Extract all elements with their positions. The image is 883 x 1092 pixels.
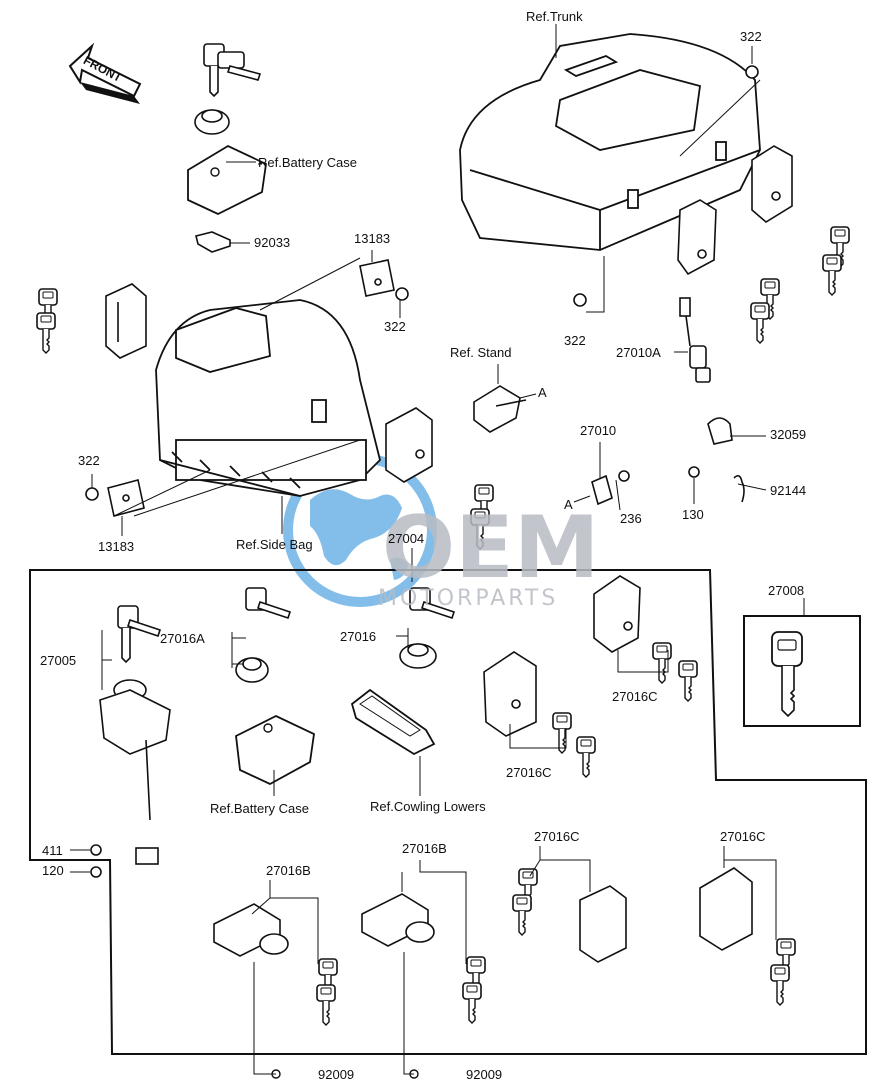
label-27010A: 27010A	[616, 345, 661, 360]
key-icon	[512, 894, 532, 936]
front-arrow-icon	[68, 42, 142, 104]
bracket-13183-top-icon	[359, 259, 409, 301]
label-27005: 27005	[40, 653, 77, 668]
lock-27016C-b-icon	[483, 651, 537, 737]
label-322-top: 322	[740, 29, 762, 44]
key-icon	[770, 964, 790, 1006]
ignition-switch-icon	[99, 605, 171, 865]
lock-27016C-a-icon	[593, 575, 641, 653]
kit-frame	[29, 569, 867, 1055]
side-bag-lock-left-icon	[105, 283, 147, 359]
leader-lines	[70, 24, 805, 1075]
label-27016C-b: 27016C	[506, 765, 552, 780]
label-27008: 27008	[768, 583, 805, 598]
label-ref-trunk: Ref.Trunk	[526, 9, 583, 24]
label-27010: 27010	[580, 423, 617, 438]
label-ref-stand: Ref. Stand	[450, 345, 512, 360]
label-120: 120	[42, 863, 64, 878]
label-27016B-b: 27016B	[402, 841, 447, 856]
key-blank-frame	[743, 615, 861, 727]
label-27016A: 27016A	[160, 631, 205, 646]
watermark-sub: MOTORPARTS	[378, 586, 559, 611]
lock-27016C-d-icon	[699, 867, 753, 951]
switch-27010A-icon	[679, 297, 711, 383]
clip-92033-icon	[195, 231, 250, 253]
label-32059: 32059	[770, 427, 807, 442]
trunk-lock-right-icon	[751, 145, 793, 223]
stand-lock-icon	[473, 385, 527, 433]
bolt-icon	[573, 293, 587, 307]
key-icon	[822, 254, 842, 296]
label-92009-b: 92009	[466, 1067, 503, 1082]
label-322-mid: 322	[384, 319, 406, 334]
lock-27016B-b-icon	[361, 893, 435, 947]
label-ref-battery-case-bottom: Ref.Battery Case	[210, 801, 309, 816]
ignition-key-top-icon	[194, 43, 262, 135]
switch-27010-icon	[591, 470, 630, 506]
label-13183-top: 13183	[354, 231, 391, 246]
screw-icon	[90, 866, 102, 878]
key-icon	[316, 984, 336, 1026]
label-92144: 92144	[770, 483, 807, 498]
watermark-brand: OEM	[382, 498, 600, 598]
label-ref-cowling-lowers: Ref.Cowling Lowers	[370, 799, 486, 814]
bracket-13183-bottom-icon	[85, 479, 145, 517]
label-92009-a: 92009	[318, 1067, 355, 1082]
label-236: 236	[620, 511, 642, 526]
trunk-lock-left-icon	[677, 199, 717, 276]
label-a-stand: A	[538, 385, 547, 400]
label-ref-battery-case-top: Ref.Battery Case	[258, 155, 357, 170]
key-icon	[678, 660, 698, 702]
key-icon	[462, 982, 482, 1024]
label-92033: 92033	[254, 235, 291, 250]
label-322-left: 322	[78, 453, 100, 468]
label-27016C-a: 27016C	[612, 689, 658, 704]
trunk-icon	[459, 33, 761, 251]
lock-set-27016-icon	[399, 587, 456, 669]
label-13183-bottom: 13183	[98, 539, 135, 554]
label-322-right: 322	[564, 333, 586, 348]
label-a-27010: A	[564, 497, 573, 512]
label-411: 411	[42, 843, 63, 858]
side-bag-icon	[155, 299, 381, 497]
key-icon	[36, 312, 56, 354]
label-ref-side-bag: Ref.Side Bag	[236, 537, 313, 552]
key-icon	[576, 736, 596, 778]
label-27016B-a: 27016B	[266, 863, 311, 878]
label-130: 130	[682, 507, 704, 522]
bracket-32059-icon	[688, 417, 745, 503]
key-icon	[552, 712, 572, 754]
lock-27016C-c-icon	[579, 885, 627, 963]
battery-case-bottom-icon	[235, 714, 315, 786]
label-27016C-c: 27016C	[534, 829, 580, 844]
label-27016C-d: 27016C	[720, 829, 766, 844]
key-icon	[750, 302, 770, 344]
lock-set-27016A-icon	[235, 587, 292, 683]
key-blank-icon	[771, 631, 803, 718]
label-27016: 27016	[340, 629, 377, 644]
cowling-lowers-icon	[350, 688, 436, 756]
side-bag-lock-right-icon	[385, 407, 433, 483]
label-27004: 27004	[388, 531, 425, 546]
battery-case-top-icon	[187, 144, 267, 215]
washer-icon	[90, 844, 102, 856]
bolt-icon	[745, 65, 759, 79]
lock-27016B-a-icon	[213, 903, 289, 957]
